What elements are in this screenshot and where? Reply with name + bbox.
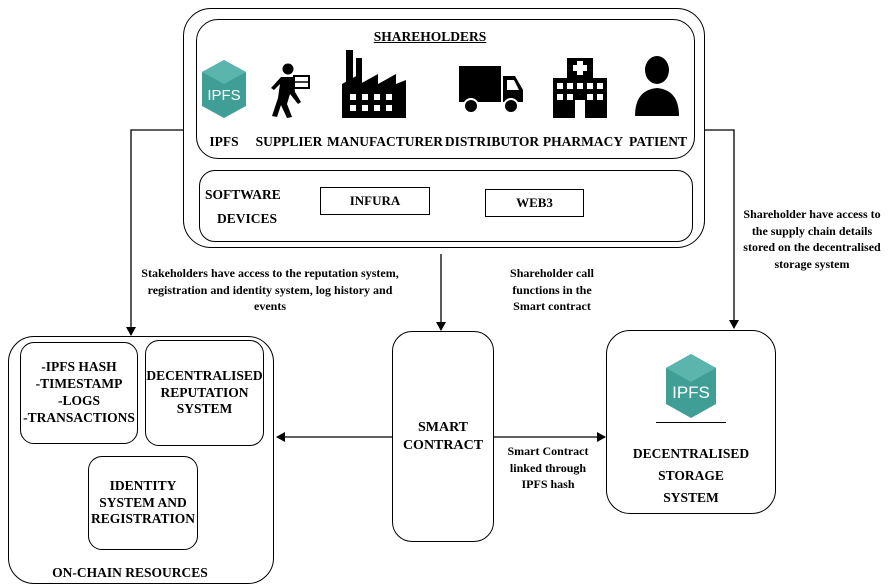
svg-text:IPFS: IPFS — [207, 87, 240, 104]
smart-contract-line-2: CONTRACT — [402, 437, 484, 453]
storage-line — [656, 422, 726, 423]
infura-box: INFURA — [320, 187, 430, 215]
hospital-icon — [551, 56, 609, 120]
supplier-icon — [268, 62, 312, 120]
note-ipfs-link: Smart Contract linked through IPFS hash — [507, 444, 589, 492]
storage-label-1: DECENTRALISED — [632, 446, 750, 461]
shareholders-title: SHAREHOLDERS — [373, 29, 487, 44]
stakeholders-panel — [196, 19, 695, 159]
person-icon — [632, 54, 682, 118]
reputation-system-box: DECENTRALISED REPUTATION SYSTEM — [145, 340, 264, 446]
ipfs-logo: IPFS — [200, 58, 248, 120]
software-devices-label-2: DEVICES — [217, 211, 278, 226]
note-call-functions: Shareholder call functions in the Smart … — [510, 266, 594, 314]
software-devices-label-1: SOFTWARE — [205, 187, 281, 202]
truck-icon — [457, 62, 525, 118]
label-distributor: DISTRIBUTOR — [444, 134, 540, 149]
onchain-resources-title: ON-CHAIN RESOURCES — [52, 565, 208, 580]
label-supplier: SUPPLIER — [255, 134, 323, 149]
label-manufacturer: MANUFACTURER — [327, 134, 443, 149]
label-ipfs: IPFS — [209, 134, 239, 149]
identity-line-2: SYSTEM AND — [99, 494, 187, 510]
reputation-line-1: DECENTRALISED — [146, 367, 263, 383]
hash-line-4: -TRANSACTIONS — [23, 409, 135, 425]
reputation-line-3: SYSTEM — [176, 401, 233, 417]
identity-system-box: IDENTITY SYSTEM AND REGISTRATION — [88, 456, 198, 550]
storage-label-2: STORAGE — [658, 468, 724, 483]
hash-timestamp-box: -IPFS HASH -TIMESTAMP -LOGS -TRANSACTION… — [20, 342, 138, 444]
storage-label-3: SYSTEM — [663, 490, 719, 505]
label-patient: PATIENT — [628, 134, 687, 149]
arrow-to-onchain — [126, 129, 185, 336]
smart-contract-box: SMART CONTRACT — [392, 331, 494, 542]
storage-ipfs-logo: IPFS — [663, 352, 719, 420]
note-stakeholders-access: Stakeholders have access to the reputati… — [141, 266, 399, 314]
hash-line-3: -LOGS — [57, 393, 100, 408]
smart-contract-line-1: SMART — [417, 420, 469, 435]
factory-icon — [340, 50, 408, 120]
identity-line-1: IDENTITY — [109, 477, 177, 493]
svg-text:IPFS: IPFS — [672, 383, 710, 402]
web3-box: WEB3 — [485, 189, 584, 217]
note-storage-access: Shareholder have access to the supply ch… — [743, 207, 881, 271]
identity-line-3: REGISTRATION — [90, 511, 196, 527]
reputation-line-2: REPUTATION — [160, 384, 249, 400]
hash-line-2: -TIMESTAMP — [35, 376, 123, 392]
software-devices-panel — [199, 170, 693, 242]
hash-line-1: -IPFS HASH — [41, 359, 117, 375]
arrow-to-storage — [704, 129, 739, 329]
label-pharmacy: PHARMACY — [542, 134, 624, 149]
